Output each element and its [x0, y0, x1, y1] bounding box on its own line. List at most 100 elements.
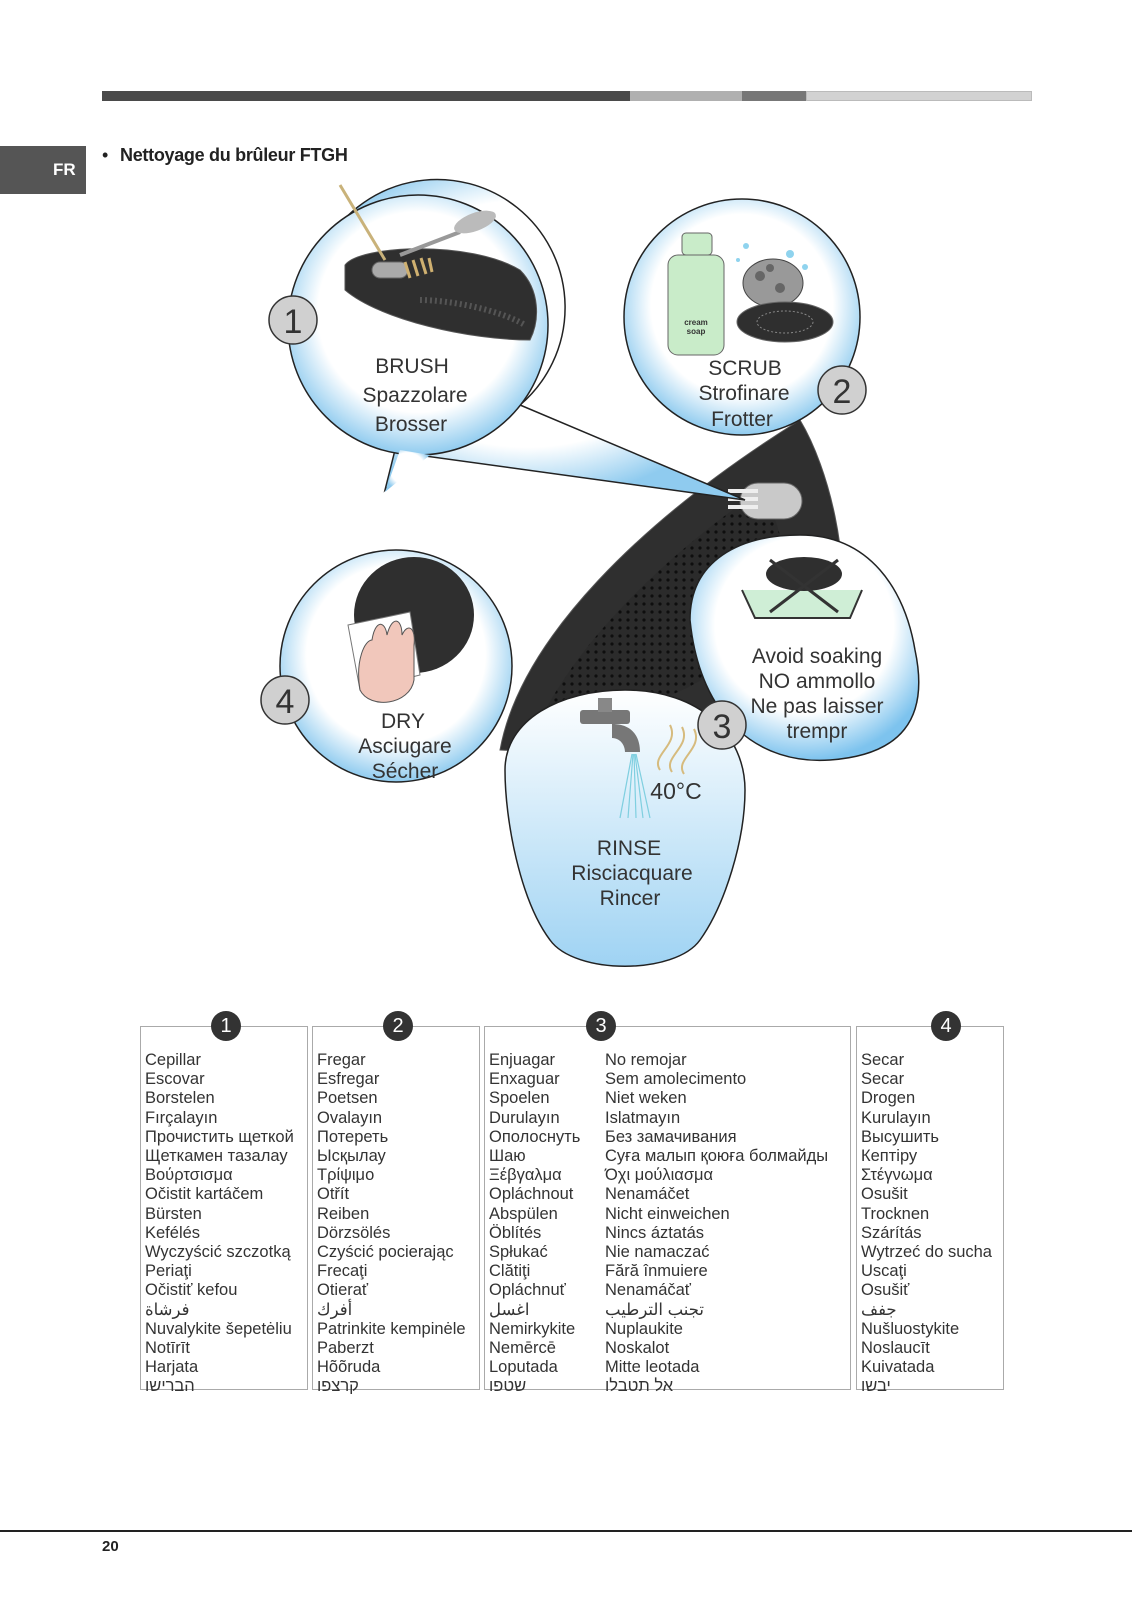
translation-item: Fără înmuiere	[605, 1262, 708, 1281]
svg-text:Brosser: Brosser	[375, 413, 447, 436]
translation-item: Ovalayın	[317, 1108, 383, 1127]
translation-item: Ысқылау	[317, 1147, 386, 1166]
toothpick-icon	[338, 184, 387, 261]
translation-item: Notīrīt	[145, 1339, 190, 1358]
translation-item: Osušiť	[861, 1281, 910, 1300]
step-brush-bubble: 1 BRUSH Spazzolare Brosser	[268, 178, 746, 501]
translation-item: Secar	[861, 1051, 905, 1069]
translation-item: Trocknen	[861, 1204, 930, 1223]
translation-item: Cepillar	[145, 1051, 201, 1069]
translation-item: Öblítés	[489, 1223, 542, 1242]
translation-item: Nušluostykite	[861, 1319, 960, 1338]
translation-item: Otřít	[317, 1185, 350, 1204]
faucet-icon	[580, 698, 651, 819]
translation-item: Nenamáčet	[605, 1185, 690, 1204]
sponge-icon	[742, 258, 804, 308]
translation-item: Abspülen	[489, 1204, 558, 1223]
translation-item: קרצפו	[317, 1377, 359, 1396]
translation-item: Secar	[861, 1070, 905, 1089]
translation-item: Суға малып қоюға болмайды	[605, 1147, 829, 1166]
translation-item: Без замачивания	[605, 1127, 737, 1146]
bar-segment-dark	[102, 91, 630, 101]
translation-item: Hõõruda	[317, 1358, 381, 1377]
translation-item: Osušit	[861, 1185, 908, 1204]
translation-item: Czyścić pocierając	[317, 1243, 454, 1262]
translation-item: Durulayın	[489, 1108, 560, 1127]
bullet-icon: •	[102, 145, 109, 165]
column-number-3: 3	[586, 1011, 616, 1041]
svg-text:NO ammollo: NO ammollo	[759, 670, 876, 693]
translation-item: Kefélés	[145, 1223, 201, 1242]
column-number-4: 4	[931, 1011, 961, 1041]
translation-item: Szárítás	[861, 1223, 922, 1242]
page-number: 20	[102, 1538, 119, 1555]
translation-item: Niet weken	[605, 1089, 687, 1108]
translation-item: اغسل	[489, 1300, 530, 1319]
step-dry-bubble: 4 DRY Asciugare Sécher	[260, 549, 513, 783]
translation-item: جفف	[861, 1300, 897, 1319]
svg-text:Spazzolare: Spazzolare	[362, 384, 467, 407]
translation-item: Otierať	[317, 1281, 369, 1300]
translation-item: Nie namaczać	[605, 1243, 710, 1262]
translation-item: فرشاة	[145, 1300, 190, 1319]
translation-item: Fırçalayın	[145, 1108, 218, 1127]
svg-text:Risciacquare: Risciacquare	[571, 862, 692, 885]
translation-item: Nemērcē	[489, 1339, 556, 1358]
svg-text:SCRUB: SCRUB	[708, 357, 782, 380]
bar-segment-pale	[806, 91, 1032, 101]
translation-item: Drogen	[861, 1089, 916, 1108]
translation-item: Harjata	[145, 1358, 199, 1377]
translation-item: Fregar	[317, 1051, 366, 1069]
step-number-1	[268, 295, 318, 345]
translation-item: Islatmayın	[605, 1108, 681, 1127]
translation-item: Кептіру	[861, 1147, 918, 1166]
step-scrub-bubble: cream soap 2 SCRUB Strofinare Frotter	[623, 198, 867, 436]
soaking-bowl-icon	[741, 557, 863, 619]
svg-text:Sécher: Sécher	[372, 760, 439, 783]
translation-item: Spoelen	[489, 1089, 550, 1108]
svg-text:Rincer: Rincer	[600, 887, 661, 910]
translation-item: Uscaţi	[861, 1262, 907, 1281]
translation-item: Opláchnuť	[489, 1281, 566, 1300]
svg-text:RINSE: RINSE	[597, 837, 661, 860]
svg-text:40°C: 40°C	[650, 778, 701, 804]
brush-bristles-icon	[403, 257, 434, 279]
translation-item: أفرك	[317, 1300, 353, 1319]
svg-text:Strofinare: Strofinare	[698, 382, 789, 405]
language-tab: FR	[0, 146, 86, 194]
step-number-2	[817, 365, 867, 415]
svg-text:Frotter: Frotter	[711, 408, 773, 431]
translation-item: Noslaucīt	[861, 1339, 930, 1358]
translation-item: Βούρτσισμα	[145, 1166, 233, 1185]
svg-text:soap: soap	[687, 327, 706, 336]
translation-item: Opláchnout	[489, 1185, 574, 1204]
translation-item: אל תטבלו	[605, 1377, 674, 1396]
translation-item: Spłukać	[489, 1243, 548, 1262]
svg-text:1: 1	[284, 303, 303, 341]
translation-item: Reiben	[317, 1204, 370, 1223]
svg-text:Avoid soaking: Avoid soaking	[752, 645, 882, 668]
translation-item: Esfregar	[317, 1070, 380, 1089]
spoon-icon	[399, 230, 461, 257]
svg-text:2: 2	[833, 373, 852, 411]
steam-icon	[657, 724, 697, 775]
svg-text:cream: cream	[684, 318, 708, 327]
translation-item: Потереть	[317, 1127, 389, 1146]
section-title-text: Nettoyage du brûleur FTGH	[120, 145, 348, 165]
translation-item: Bürsten	[145, 1204, 202, 1223]
svg-text:Ne pas laisser: Ne pas laisser	[750, 695, 883, 718]
translation-item: Nenamáčať	[605, 1281, 691, 1300]
translation-item: Nuvalykite šepetėliu	[145, 1319, 292, 1338]
translation-item: Nuplaukite	[605, 1319, 683, 1338]
svg-text:Asciugare: Asciugare	[358, 735, 451, 758]
avoid-soaking-bubble: Avoid soaking NO ammollo Ne pas laisser …	[689, 534, 920, 762]
translation-item: Ополоснуть	[489, 1127, 581, 1146]
translation-item: Noskalot	[605, 1339, 670, 1358]
translation-item: Enjuagar	[489, 1051, 556, 1069]
